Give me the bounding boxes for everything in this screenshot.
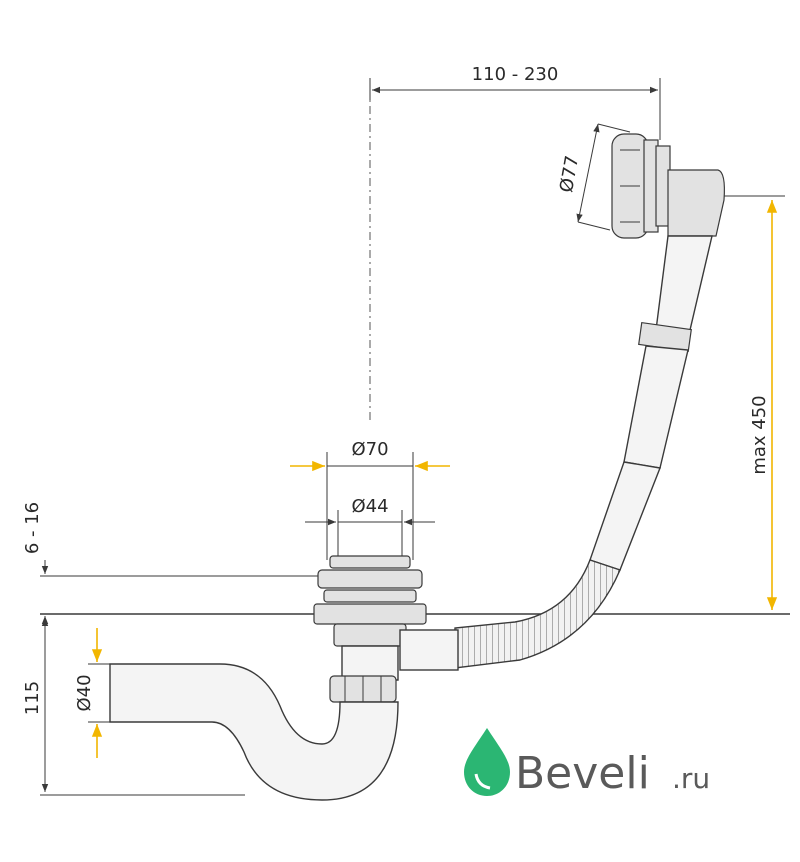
dimension-outlet-pipe: Ø40 [74, 628, 112, 758]
svg-text:Ø44: Ø44 [351, 496, 388, 517]
svg-text:Ø40: Ø40 [74, 674, 95, 711]
dimension-outlet-inner: Ø44 [305, 496, 435, 560]
dimension-overflow-offset: 110 - 230 [369, 64, 661, 140]
svg-text:Ø77: Ø77 [556, 154, 583, 194]
brand-name: Beveli [515, 748, 650, 799]
svg-text:max 450: max 450 [749, 395, 770, 474]
overflow-pipe [589, 235, 713, 571]
water-drop-icon [464, 728, 510, 796]
overflow-head [611, 133, 725, 239]
trap-bend [109, 663, 399, 801]
dimension-trap-height: 115 [22, 618, 49, 792]
dimension-outlet-outer: Ø70 [290, 439, 450, 560]
dimension-rim-thickness: 6 - 16 [22, 502, 49, 632]
dimension-overflow-diameter: Ø77 [556, 123, 631, 231]
brand-logo: Beveli .ru [464, 728, 710, 799]
svg-text:6 - 16: 6 - 16 [22, 502, 43, 554]
flex-hose [454, 559, 621, 669]
dimension-max-height: max 450 [715, 195, 785, 610]
svg-text:110 - 230: 110 - 230 [472, 64, 559, 85]
svg-text:Ø70: Ø70 [351, 439, 388, 460]
drain-outlet [313, 555, 459, 703]
svg-text:115: 115 [22, 681, 43, 715]
brand-suffix: .ru [672, 762, 710, 795]
